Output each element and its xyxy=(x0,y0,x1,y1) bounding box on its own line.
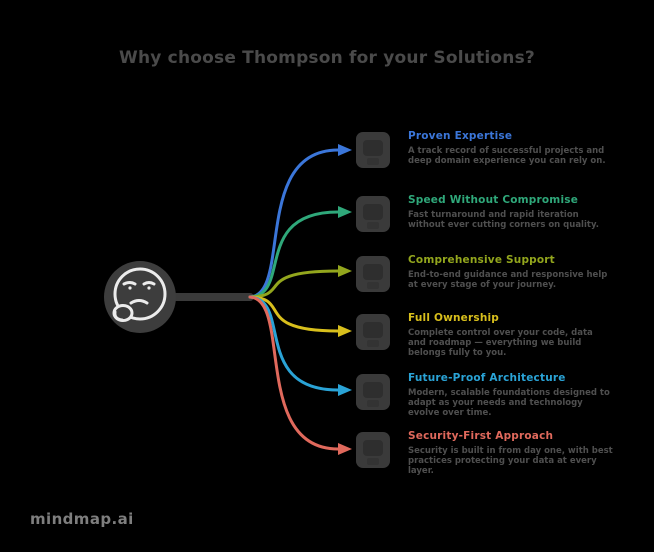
item-description: A track record of successful projects an… xyxy=(408,146,606,167)
item-description: Complete control over your code, data an… xyxy=(408,328,593,359)
item-heading: Comprehensive Support xyxy=(408,254,555,266)
expertise-icon xyxy=(356,132,390,168)
item-heading: Full Ownership xyxy=(408,312,500,324)
branch-1 xyxy=(248,148,340,299)
ownership-icon xyxy=(356,314,390,350)
item-description: End-to-end guidance and responsive help … xyxy=(408,270,608,291)
branch-5 xyxy=(248,295,340,392)
item-heading: Security-First Approach xyxy=(408,430,554,442)
arrowhead-4 xyxy=(338,325,352,337)
architecture-icon xyxy=(356,374,390,410)
item-heading: Future-Proof Architecture xyxy=(408,372,566,384)
branch-3 xyxy=(248,269,340,299)
list-item: Full Ownership Complete control over you… xyxy=(356,312,626,359)
arrowhead-1 xyxy=(338,144,352,156)
brand-wordmark: mindmap.ai xyxy=(30,510,134,528)
arrowhead-5 xyxy=(338,384,352,396)
list-item: Speed Without Compromise Fast turnaround… xyxy=(356,194,626,232)
branch-4 xyxy=(248,295,340,333)
item-description: Security is built in from day one, with … xyxy=(408,446,613,477)
list-item: Security-First Approach Security is buil… xyxy=(356,430,626,477)
security-icon xyxy=(356,432,390,468)
support-icon xyxy=(356,256,390,292)
branch-6 xyxy=(248,295,340,451)
list-item: Future-Proof Architecture Modern, scalab… xyxy=(356,372,626,419)
thinking-face-icon xyxy=(112,267,167,322)
central-node xyxy=(104,261,176,333)
arrowhead-3 xyxy=(338,265,352,277)
arrowhead-2 xyxy=(338,206,352,218)
speed-icon xyxy=(356,196,390,232)
item-heading: Proven Expertise xyxy=(408,130,513,142)
list-item: Proven Expertise A track record of succe… xyxy=(356,130,626,168)
branch-2 xyxy=(248,210,340,299)
item-description: Modern, scalable foundations designed to… xyxy=(408,388,610,419)
arrowhead-6 xyxy=(338,443,352,455)
item-description: Fast turnaround and rapid iteration with… xyxy=(408,210,599,231)
item-heading: Speed Without Compromise xyxy=(408,194,579,206)
list-item: Comprehensive Support End-to-end guidanc… xyxy=(356,254,626,292)
page-title: Why choose Thompson for your Solutions? xyxy=(119,48,535,68)
